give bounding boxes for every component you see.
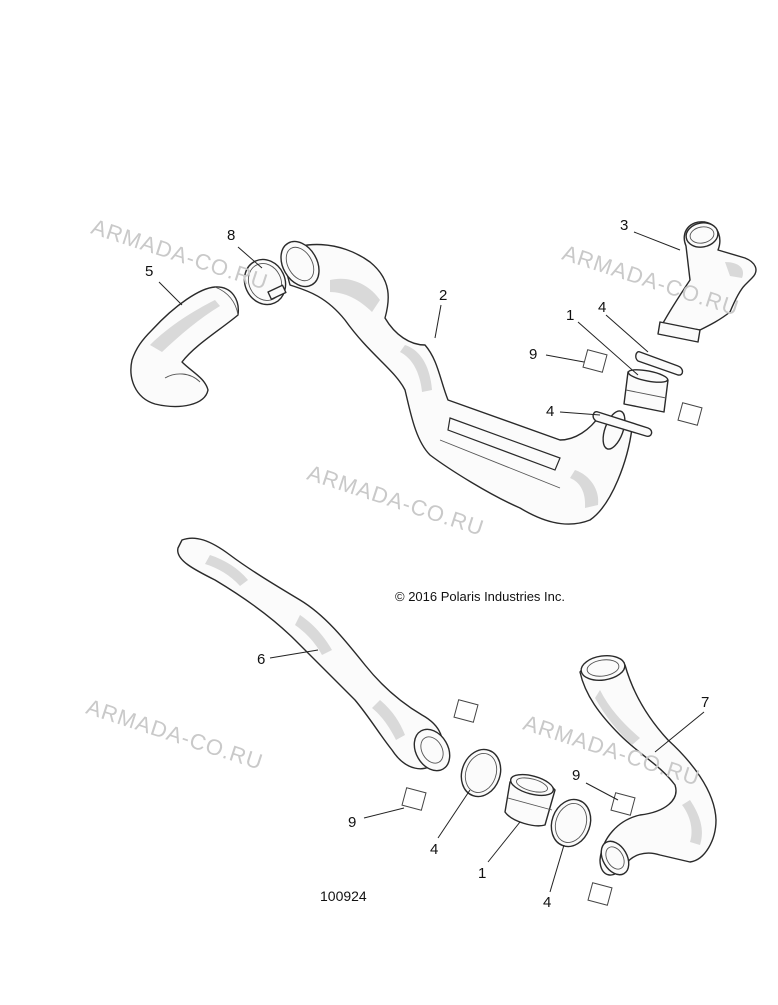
part-9-label-lower-a [453, 699, 479, 723]
part-2-duct [280, 240, 633, 525]
part-1-coupler-upper [623, 369, 669, 413]
callout-1: 1 [478, 865, 487, 882]
part-4-clamp-upper-a [635, 351, 684, 376]
part-1-coupler-lower [504, 773, 556, 827]
part-9-label-upper-b [677, 402, 703, 426]
copyright-notice: © 2016 Polaris Industries Inc. [395, 589, 565, 604]
leader-lines [158, 231, 705, 893]
part-9-label-lower-b [401, 787, 427, 811]
part-7-duct [579, 655, 717, 876]
callout-2: 2 [439, 287, 448, 304]
callout-9: 9 [572, 767, 581, 784]
callout-4: 4 [543, 894, 552, 911]
part-9-label-upper-a [582, 349, 608, 373]
part-9-label-lower-d [587, 882, 613, 906]
part-6-duct [177, 537, 451, 772]
figure-number: 100924 [320, 888, 367, 904]
callout-6: 6 [257, 651, 266, 668]
callout-4: 4 [598, 299, 607, 316]
part-4-clamp-upper-b [592, 411, 653, 438]
part-9-label-lower-c [610, 792, 636, 816]
part-4-clamp-lower-b [550, 798, 592, 848]
callout-5: 5 [145, 263, 154, 280]
callout-7: 7 [701, 694, 710, 711]
part-4-clamp-lower-a [460, 748, 502, 798]
part-3-intake [657, 221, 757, 343]
callout-9: 9 [529, 346, 538, 363]
part-8-clamp [243, 258, 287, 306]
callout-4: 4 [546, 403, 555, 420]
callout-1: 1 [566, 307, 575, 324]
callout-9: 9 [348, 814, 357, 831]
callout-4: 4 [430, 841, 439, 858]
part-5-hose [130, 286, 239, 408]
callout-3: 3 [620, 217, 629, 234]
callout-8: 8 [227, 227, 236, 244]
